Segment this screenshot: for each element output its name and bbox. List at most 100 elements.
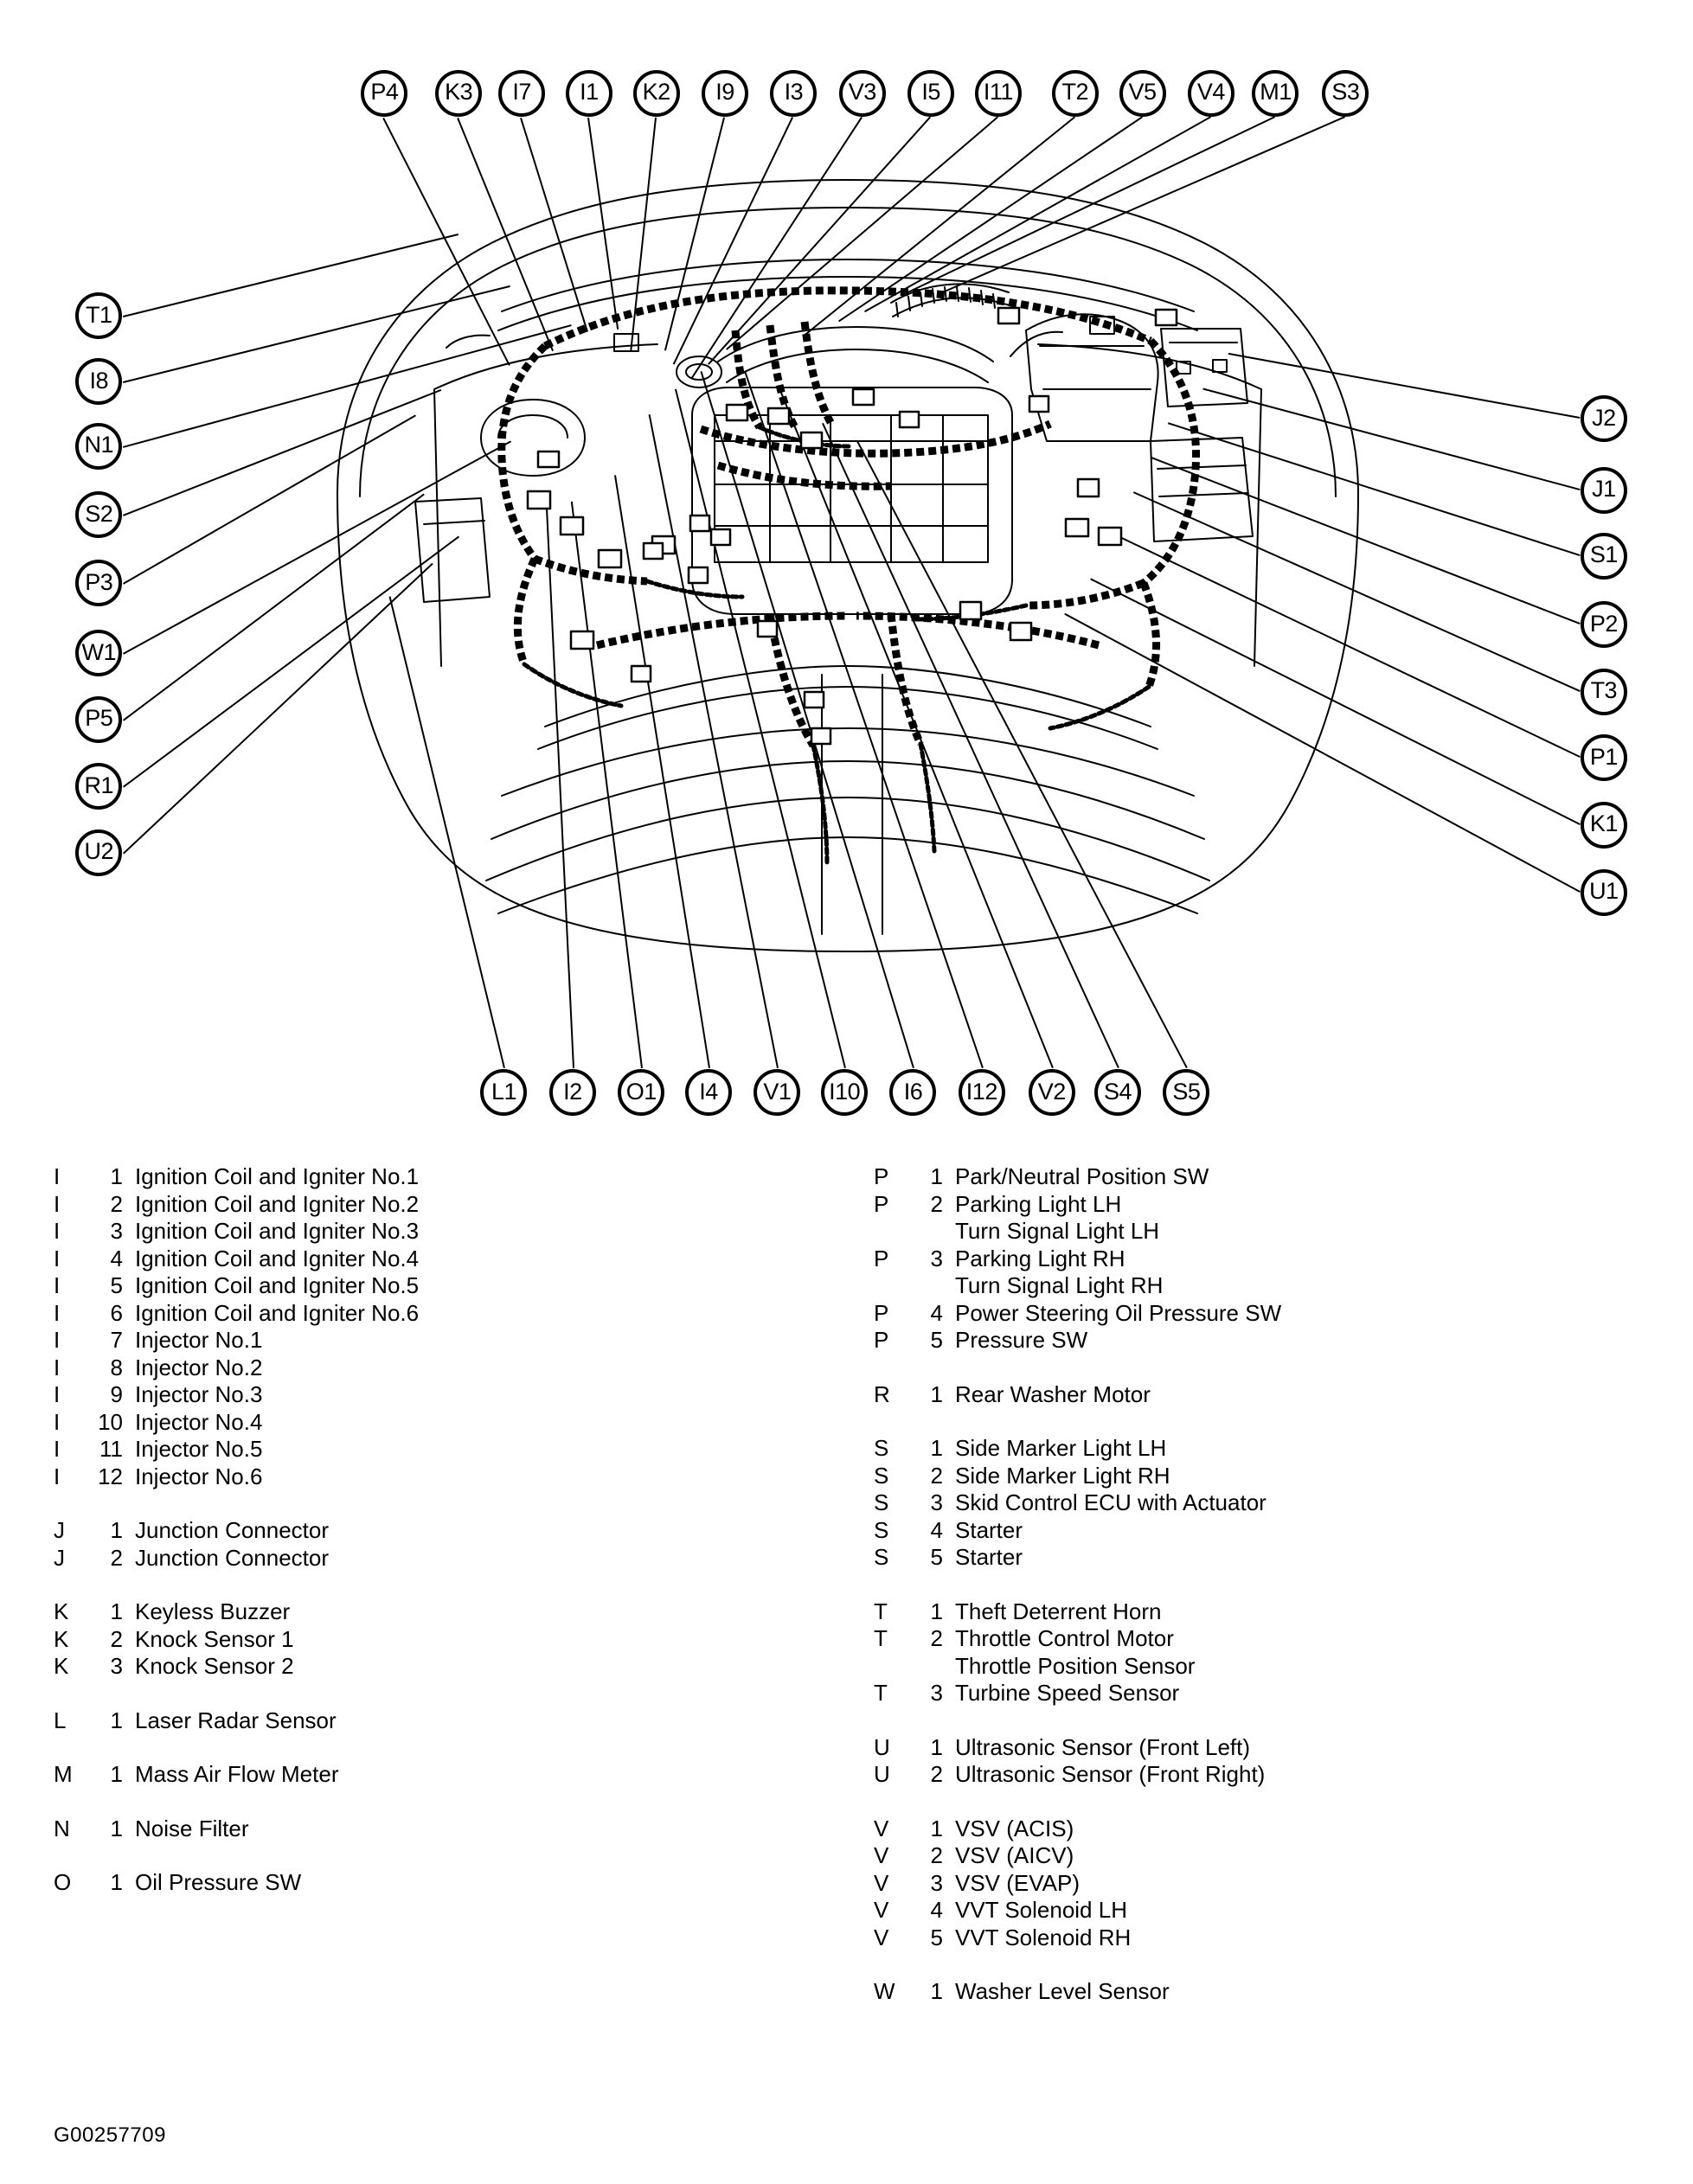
legend-description: Throttle Control Motor <box>955 1625 1174 1651</box>
callout-v4[interactable]: V4 <box>1187 69 1234 117</box>
callout-label: O1 <box>625 1078 657 1105</box>
callout-m1[interactable]: M1 <box>1252 69 1299 117</box>
callout-o1[interactable]: O1 <box>618 1069 665 1117</box>
legend-description: Injector No.6 <box>135 1463 263 1489</box>
legend-letter: S <box>874 1462 889 1489</box>
legend-number: 2 <box>930 1462 943 1489</box>
callout-u2[interactable]: U2 <box>75 829 123 876</box>
callout-n1[interactable]: N1 <box>75 422 123 470</box>
callout-i12[interactable]: I12 <box>958 1069 1005 1117</box>
legend-description: Injector No.4 <box>135 1408 263 1435</box>
callout-p1[interactable]: P1 <box>1580 734 1627 782</box>
callout-label: T3 <box>1590 677 1618 704</box>
callout-i11[interactable]: I11 <box>974 69 1022 117</box>
legend-description: Injector No.5 <box>135 1436 263 1462</box>
callout-label: M1 <box>1260 79 1292 106</box>
callout-p4[interactable]: P4 <box>361 69 408 117</box>
legend-number: 2 <box>110 1544 123 1571</box>
callout-t1[interactable]: T1 <box>75 292 123 340</box>
legend-description: Knock Sensor 2 <box>135 1653 294 1679</box>
callout-u1[interactable]: U1 <box>1580 868 1627 916</box>
callout-s5[interactable]: S5 <box>1163 1069 1210 1117</box>
callout-label: S4 <box>1103 1078 1132 1105</box>
callout-v2[interactable]: V2 <box>1028 1069 1075 1117</box>
callout-s4[interactable]: S4 <box>1093 1069 1141 1117</box>
legend-group-gap <box>874 1355 1652 1381</box>
callout-label: S3 <box>1331 79 1360 106</box>
callout-i3[interactable]: I3 <box>770 69 818 117</box>
callout-label: N1 <box>84 432 114 458</box>
callout-t2[interactable]: T2 <box>1051 69 1099 117</box>
legend-letter: T <box>874 1598 888 1624</box>
legend-description: Rear Washer Motor <box>955 1380 1151 1407</box>
callout-j2[interactable]: J2 <box>1580 395 1627 443</box>
figure-code: G00257709 <box>54 2123 166 2147</box>
legend-letter: O <box>54 1869 72 1895</box>
callout-i8[interactable]: I8 <box>75 358 123 406</box>
callout-label: I5 <box>921 79 940 106</box>
callout-i1[interactable]: I1 <box>565 69 612 117</box>
callout-i10[interactable]: I10 <box>821 1069 869 1117</box>
callout-k1[interactable]: K1 <box>1580 801 1627 849</box>
legend-number: 9 <box>110 1381 123 1407</box>
callout-i6[interactable]: I6 <box>889 1069 937 1117</box>
callout-v1[interactable]: V1 <box>754 1069 801 1117</box>
callout-label: I12 <box>965 1078 998 1105</box>
legend-number: 1 <box>930 1380 943 1407</box>
callout-s3[interactable]: S3 <box>1322 69 1369 117</box>
callout-l1[interactable]: L1 <box>480 1069 528 1117</box>
legend-description: Junction Connector <box>135 1517 330 1543</box>
legend-description: Junction Connector <box>135 1544 330 1571</box>
legend-letter: M <box>54 1761 73 1787</box>
legend-description: Park/Neutral Position SW <box>955 1163 1209 1189</box>
callout-p3[interactable]: P3 <box>75 560 123 607</box>
legend-letter: R <box>874 1380 890 1407</box>
legend-letter: I <box>54 1354 61 1380</box>
legend-number: 3 <box>110 1218 123 1244</box>
legend-number: 8 <box>110 1354 123 1380</box>
callout-v3[interactable]: V3 <box>838 69 886 117</box>
legend-number: 2 <box>930 1190 943 1217</box>
legend-description: Ignition Coil and Igniter No.4 <box>135 1245 420 1271</box>
legend-number: 1 <box>110 1598 123 1624</box>
callout-t3[interactable]: T3 <box>1580 668 1627 715</box>
callout-i4[interactable]: I4 <box>684 1069 732 1117</box>
legend-letter: I <box>54 1218 61 1244</box>
legend-number: 1 <box>930 1598 943 1624</box>
callout-i9[interactable]: I9 <box>702 69 749 117</box>
callout-r1[interactable]: R1 <box>75 763 123 810</box>
callout-s2[interactable]: S2 <box>75 491 123 539</box>
callout-i7[interactable]: I7 <box>498 69 546 117</box>
callout-k3[interactable]: K3 <box>435 69 483 117</box>
callout-k2[interactable]: K2 <box>632 69 680 117</box>
callout-label: I7 <box>512 79 531 106</box>
callout-i2[interactable]: I2 <box>548 1069 596 1117</box>
callout-p5[interactable]: P5 <box>75 695 123 743</box>
legend-number: 1 <box>930 1163 943 1189</box>
callout-j1[interactable]: J1 <box>1580 466 1627 514</box>
callout-p2[interactable]: P2 <box>1580 601 1627 649</box>
legend-description: Washer Level Sensor <box>955 1978 1170 2004</box>
legend-number: 1 <box>930 1435 943 1461</box>
callout-i5[interactable]: I5 <box>907 69 955 117</box>
legend-letter: S <box>874 1516 889 1543</box>
legend-number: 10 <box>98 1408 123 1435</box>
legend-number: 5 <box>110 1272 123 1298</box>
callout-label: L1 <box>491 1078 517 1105</box>
legend-description: Theft Deterrent Horn <box>955 1598 1162 1624</box>
callout-w1[interactable]: W1 <box>75 630 123 677</box>
legend-description: Ignition Coil and Igniter No.2 <box>135 1190 420 1217</box>
legend-number: 12 <box>98 1463 123 1489</box>
callout-label: I10 <box>829 1078 861 1105</box>
callout-v5[interactable]: V5 <box>1119 69 1166 117</box>
callout-s1[interactable]: S1 <box>1580 532 1627 580</box>
callout-label: I1 <box>580 79 599 106</box>
